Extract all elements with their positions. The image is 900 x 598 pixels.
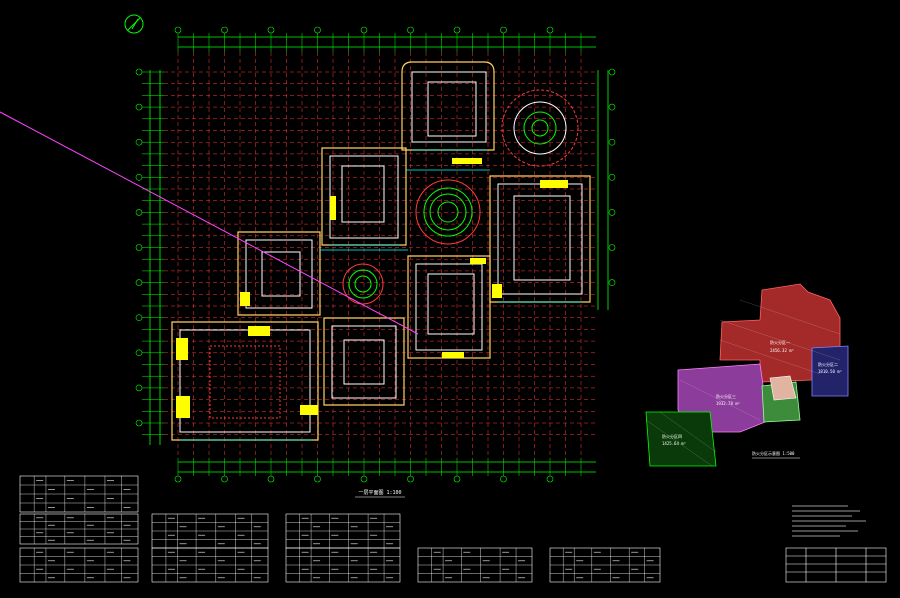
svg-text:防火分区四: 防火分区四 [662, 433, 682, 439]
column-grid-vertical [177, 33, 582, 476]
axis-bubble [135, 419, 143, 427]
axis-bubble [135, 103, 143, 111]
axis-bubble [546, 475, 554, 483]
axis-bubble [174, 26, 182, 34]
axis-bubble [135, 349, 143, 357]
axis-bubble [360, 475, 368, 483]
axis-bubble [135, 68, 143, 76]
svg-text:1810.50 m²: 1810.50 m² [818, 369, 842, 374]
axis-bubble [608, 279, 616, 286]
axis-bubble [608, 68, 616, 76]
axis-bubble [453, 475, 461, 483]
schedule-table [151, 513, 269, 549]
axis-bubble [608, 103, 616, 111]
axis-bubble [608, 209, 616, 216]
schedule-table [549, 547, 661, 583]
axis-bubble [407, 475, 414, 483]
main-plan-title: 一层平面图 1:100 [355, 490, 405, 498]
axis-bubble [267, 475, 275, 483]
dimension-lines [149, 36, 609, 473]
axis-bubble [500, 26, 507, 34]
axis-bubble [314, 475, 321, 483]
axis-bubble [314, 26, 321, 34]
schedule-table [19, 475, 139, 513]
schedule-table [151, 547, 269, 583]
svg-text:防火分区三: 防火分区三 [716, 393, 736, 399]
leader-line [0, 111, 419, 335]
axis-bubble [608, 138, 616, 146]
axis-bubble [174, 475, 182, 483]
svg-text:1932.78 m²: 1932.78 m² [716, 401, 740, 406]
axis-bubble [608, 174, 616, 181]
building-plan [171, 61, 591, 441]
axis-bubble [267, 26, 275, 34]
svg-text:一层平面图 1:100: 一层平面图 1:100 [358, 490, 401, 496]
north-arrow-icon [124, 14, 144, 34]
title-block [785, 505, 887, 583]
axis-bubble [135, 384, 143, 392]
schedule-table [417, 547, 533, 583]
axis-bubble [453, 26, 461, 34]
axis-bubble [407, 26, 414, 34]
axis-bubble [135, 279, 143, 286]
axis-bubble [135, 138, 143, 146]
axis-bubble [135, 174, 143, 181]
svg-text:2456.32 m²: 2456.32 m² [770, 348, 794, 353]
grid-axis-bubbles [135, 26, 616, 483]
svg-text:防火分区二: 防火分区二 [818, 361, 838, 367]
schedule-tables [19, 475, 661, 583]
axis-bubble [608, 244, 616, 251]
svg-text:防火分区一: 防火分区一 [770, 339, 790, 345]
schedule-table [285, 547, 401, 583]
axis-bubble [135, 209, 143, 216]
axis-bubble [221, 475, 228, 483]
svg-text:防火分区示意图 1:500: 防火分区示意图 1:500 [752, 450, 795, 456]
axis-bubble [135, 314, 143, 322]
fire-zone-diagram: 防火分区一 2456.32 m² 防火分区二 1810.50 m² 防火分区三 … [645, 283, 849, 467]
axis-bubble [360, 26, 368, 34]
axis-bubble [135, 244, 143, 251]
svg-text:1425.64 m²: 1425.64 m² [662, 441, 686, 446]
axis-bubble [221, 26, 228, 34]
axis-bubble [546, 26, 554, 34]
schedule-table [19, 513, 139, 545]
axis-bubble [500, 475, 507, 483]
schedule-table [19, 547, 139, 583]
